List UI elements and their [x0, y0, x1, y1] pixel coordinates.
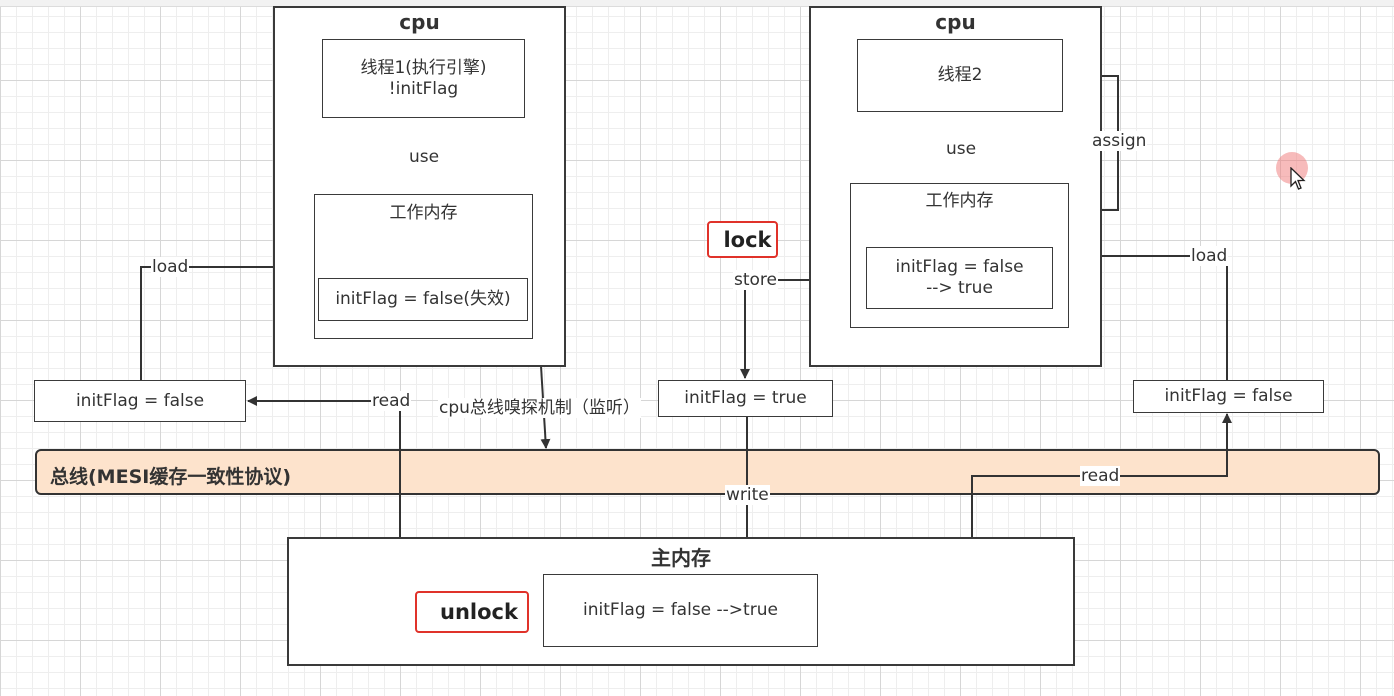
- unlock-box[interactable]: unlock: [415, 591, 529, 633]
- sniff-label: cpu总线嗅探机制（监听）: [438, 398, 641, 418]
- mid-cache-copy[interactable]: initFlag = true: [658, 380, 833, 417]
- read-label-right: read: [1080, 466, 1121, 486]
- thread1-flag: !initFlag: [388, 78, 459, 99]
- read-arrow-left: [247, 396, 401, 538]
- right-cache-copy[interactable]: initFlag = false: [1133, 380, 1324, 413]
- work-memory-right-var-line1: initFlag = false: [895, 257, 1024, 277]
- thread1-label: 线程1(执行引擎): [360, 57, 487, 78]
- work-memory-right-label: 工作内存: [925, 191, 994, 211]
- write-label: write: [725, 485, 770, 505]
- lock-label: lock: [723, 227, 772, 252]
- assign-label: assign: [1091, 131, 1148, 151]
- right-cache-copy-text: initFlag = false: [1164, 386, 1293, 406]
- use-label-right: use: [945, 139, 978, 159]
- read-label-left: read: [371, 391, 412, 411]
- work-memory-right-var[interactable]: initFlag = false --> true: [866, 247, 1053, 309]
- bus-bar[interactable]: 总线(MESI缓存一致性协议): [35, 449, 1380, 495]
- mid-cache-copy-text: initFlag = true: [684, 388, 807, 408]
- mouse-cursor-icon: [1290, 167, 1306, 190]
- work-memory-right-var-line2: --> true: [926, 278, 993, 298]
- main-memory-title: 主内存: [651, 546, 711, 570]
- lock-box[interactable]: lock: [707, 221, 778, 258]
- work-memory-left-var[interactable]: initFlag = false(失效): [318, 278, 528, 321]
- main-memory-var[interactable]: initFlag = false -->true: [543, 574, 818, 647]
- left-cache-copy-text: initFlag = false: [75, 390, 205, 411]
- left-cache-copy[interactable]: initFlag = false: [34, 380, 246, 422]
- main-memory-var-text: initFlag = false -->true: [583, 600, 778, 620]
- work-memory-left-var-text: initFlag = false(失效): [335, 289, 511, 309]
- unlock-label: unlock: [440, 600, 518, 624]
- thread2-label: 线程2: [937, 65, 983, 85]
- store-label: store: [733, 270, 778, 290]
- thread1-box[interactable]: 线程1(执行引擎) !initFlag: [322, 39, 525, 118]
- load-arrow-left: [140, 262, 313, 380]
- top-strip: [0, 0, 1394, 7]
- work-memory-left-label: 工作内存: [389, 203, 458, 223]
- cpu-right-title: cpu: [935, 10, 976, 34]
- use-label-left: use: [408, 147, 441, 167]
- bus-label: 总线(MESI缓存一致性协议): [50, 466, 292, 488]
- cpu-left-title: cpu: [399, 10, 440, 34]
- load-label-left: load: [151, 257, 190, 277]
- thread2-box[interactable]: 线程2: [857, 39, 1063, 112]
- load-label-right: load: [1190, 246, 1229, 266]
